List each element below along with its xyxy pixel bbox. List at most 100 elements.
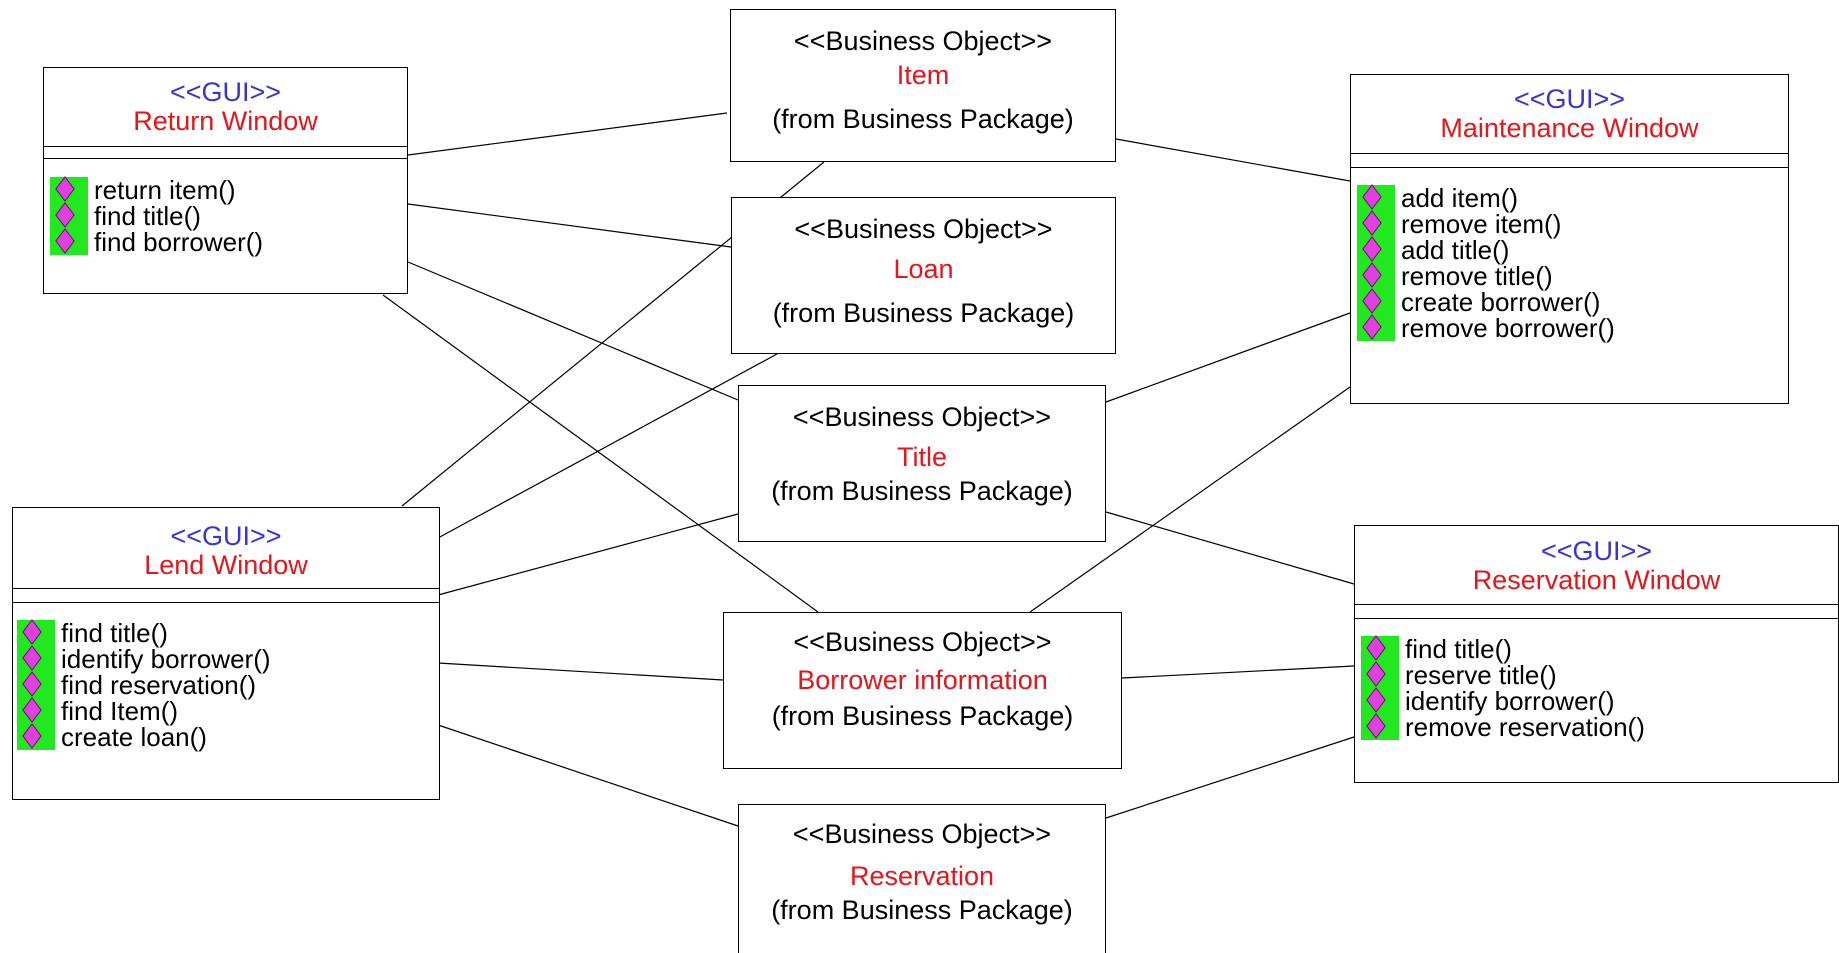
- class-name: Lend Window: [144, 550, 308, 580]
- operation-row: identify borrower(): [1361, 686, 1645, 716]
- association-maintenance-borrower: [1029, 386, 1351, 613]
- association-maintenance-title: [1105, 312, 1351, 403]
- operations-list: find title() identify borrower() find re…: [17, 617, 271, 752]
- public-operation-icon: [1357, 314, 1395, 341]
- operation-label: remove reservation(): [1405, 712, 1645, 742]
- maintenance-window-class: <<GUI>> Maintenance Window add item() re…: [1350, 74, 1789, 404]
- public-operation-icon: [1361, 635, 1399, 662]
- operation-row: find title(): [17, 617, 271, 648]
- public-operation-icon: [17, 619, 55, 646]
- reservation-window-class: <<GUI>> Reservation Window find title() …: [1354, 525, 1839, 783]
- attribute-compartment-top: [44, 146, 407, 147]
- association-maintenance-item: [1115, 138, 1351, 182]
- operation-label: add title(): [1401, 235, 1510, 265]
- public-operation-icon: [50, 202, 88, 229]
- operation-row: add title(): [1357, 235, 1615, 265]
- gui-stereotype: <<GUI>>: [1513, 84, 1626, 114]
- association-reservation-reservation: [1105, 736, 1355, 819]
- operation-label: identify borrower(): [1405, 686, 1615, 716]
- operation-label: remove title(): [1401, 261, 1553, 291]
- business-object-stereotype: <<Business Object>>: [793, 26, 1053, 56]
- item-business-object: <<Business Object>> Item (from Business …: [730, 9, 1116, 162]
- package-label: (from Business Package): [772, 104, 1074, 134]
- operation-row: find reservation(): [17, 669, 271, 700]
- operation-row: identify borrower(): [17, 643, 271, 674]
- operation-row: add item(): [1357, 183, 1615, 213]
- operation-row: remove title(): [1357, 261, 1615, 291]
- operation-compartment-top: [44, 158, 407, 159]
- operation-label: find title(): [94, 201, 201, 231]
- class-name: Reservation Window: [1472, 565, 1721, 595]
- operation-label: find Item(): [61, 695, 179, 726]
- lend-window-class: <<GUI>> Lend Window find title() identif…: [12, 507, 440, 800]
- public-operation-icon: [1357, 184, 1395, 211]
- association-lend-borrower: [437, 662, 724, 681]
- operation-row: reserve title(): [1361, 660, 1645, 690]
- operation-compartment-top: [1355, 618, 1838, 619]
- title-business-object: <<Business Object>> Title (from Business…: [738, 385, 1106, 542]
- business-object-stereotype: <<Business Object>>: [794, 214, 1053, 244]
- business-object-stereotype: <<Business Object>>: [792, 402, 1052, 432]
- public-operation-icon: [17, 671, 55, 698]
- association-return-loan: [407, 203, 732, 248]
- public-operation-icon: [17, 645, 55, 672]
- package-label: (from Business Package): [771, 476, 1073, 506]
- loan-business-object: <<Business Object>> Loan (from Business …: [731, 197, 1116, 354]
- public-operation-icon: [50, 228, 88, 255]
- gui-stereotype: <<GUI>>: [169, 77, 282, 107]
- attribute-compartment-top: [1355, 604, 1838, 605]
- association-return-item: [407, 112, 728, 156]
- operation-row: find Item(): [17, 695, 271, 726]
- operation-row: remove reservation(): [1361, 712, 1645, 742]
- operation-label: find title(): [1405, 634, 1512, 664]
- operation-row: remove borrower(): [1357, 313, 1615, 343]
- association-return-borrower: [382, 294, 819, 613]
- public-operation-icon: [1361, 661, 1399, 688]
- package-label: (from Business Package): [771, 895, 1073, 925]
- public-operation-icon: [17, 697, 55, 724]
- operation-row: remove item(): [1357, 209, 1615, 239]
- operation-label: find title(): [61, 617, 168, 648]
- attribute-compartment-top: [1351, 153, 1788, 154]
- association-reservation-title: [1105, 511, 1355, 585]
- association-lend-reservation: [437, 724, 739, 827]
- association-lend-title: [437, 513, 739, 596]
- operation-label: remove item(): [1401, 209, 1562, 239]
- operation-label: create borrower(): [1401, 287, 1601, 317]
- operation-label: remove borrower(): [1401, 313, 1615, 343]
- operation-label: find reservation(): [61, 669, 257, 700]
- class-name: Title: [896, 442, 947, 472]
- operation-row: find title(): [1361, 634, 1645, 664]
- class-name: Return Window: [133, 106, 318, 136]
- operation-row: find title(): [50, 201, 263, 231]
- gui-stereotype: <<GUI>>: [1540, 536, 1653, 566]
- operation-row: find borrower(): [50, 228, 263, 255]
- class-name: Loan: [893, 254, 954, 284]
- operation-row: create borrower(): [1357, 287, 1615, 317]
- association-lend-loan: [437, 353, 778, 539]
- public-operation-icon: [1357, 262, 1395, 289]
- association-return-title: [407, 261, 739, 401]
- operation-row: create loan(): [17, 721, 271, 752]
- operation-label: return item(): [94, 175, 236, 205]
- business-object-stereotype: <<Business Object>>: [793, 627, 1052, 657]
- attribute-compartment-top: [13, 588, 439, 589]
- business-object-stereotype: <<Business Object>>: [792, 819, 1052, 849]
- operation-compartment-top: [13, 602, 439, 603]
- operation-row: return item(): [50, 175, 263, 205]
- public-operation-icon: [1357, 288, 1395, 315]
- class-name: Item: [896, 60, 950, 90]
- operation-label: identify borrower(): [61, 643, 271, 674]
- operations-list: return item() find title() find borrower…: [50, 175, 263, 255]
- operation-compartment-top: [1351, 167, 1788, 168]
- operations-list: add item() remove item() add title() rem…: [1357, 183, 1615, 343]
- operation-label: create loan(): [61, 721, 207, 752]
- borrower-information-business-object: <<Business Object>> Borrower information…: [723, 612, 1122, 769]
- class-name: Borrower information: [797, 665, 1048, 695]
- operation-label: add item(): [1401, 183, 1519, 213]
- package-label: (from Business Package): [772, 298, 1075, 328]
- public-operation-icon: [1357, 210, 1395, 237]
- operation-label: reserve title(): [1405, 660, 1557, 690]
- class-name: Reservation: [849, 861, 995, 891]
